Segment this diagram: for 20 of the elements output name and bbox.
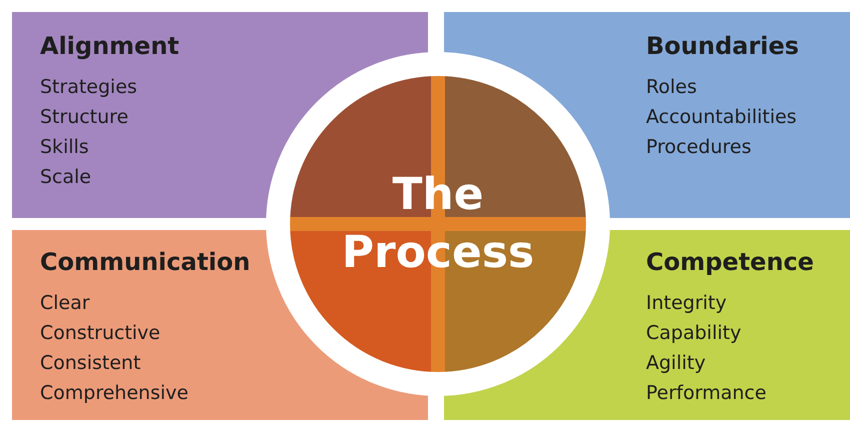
quadrant-heading: Boundaries bbox=[646, 32, 799, 60]
quadrant-heading: Competence bbox=[646, 248, 814, 276]
circle-title: The Process bbox=[340, 168, 536, 280]
quadrant-heading: Communication bbox=[40, 248, 250, 276]
quadrant-heading: Alignment bbox=[40, 32, 180, 60]
list-item: Capability bbox=[646, 321, 742, 346]
list-item: Performance bbox=[646, 381, 766, 406]
list-item: Roles bbox=[646, 75, 697, 100]
list-item: Constructive bbox=[40, 321, 160, 346]
list-item: Strategies bbox=[40, 75, 138, 100]
list-item: Skills bbox=[40, 135, 89, 160]
list-item: Agility bbox=[646, 351, 706, 376]
list-item: Accountabilities bbox=[646, 105, 797, 130]
list-item: Comprehensive bbox=[40, 381, 188, 406]
list-item: Scale bbox=[40, 165, 92, 190]
list-item: Procedures bbox=[646, 135, 752, 160]
list-item: Consistent bbox=[40, 351, 141, 376]
list-item: Structure bbox=[40, 105, 128, 130]
list-item: Clear bbox=[40, 291, 90, 316]
list-item: Integrity bbox=[646, 291, 727, 316]
